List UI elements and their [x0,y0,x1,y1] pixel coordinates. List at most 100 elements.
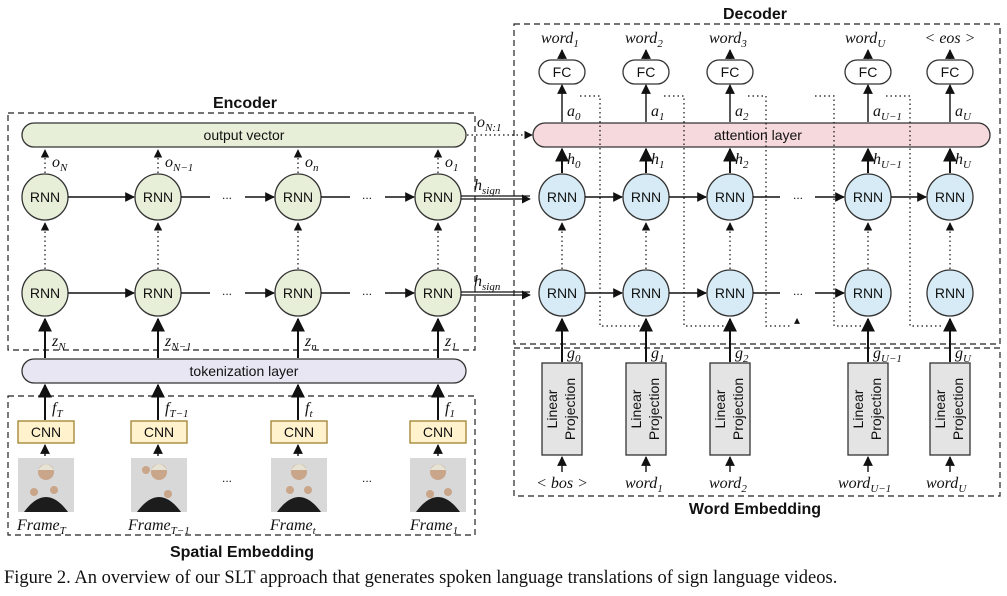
enc-output-label: on [305,154,319,174]
encoder-heading: Encoder [213,95,277,112]
attention-output-label: a0 [567,103,581,123]
linear-projection-label: Projection [562,378,578,440]
word-embedding: g0 g1 g2 gU−1 gU Linear Projection Linea… [536,317,972,495]
linear-projection-box [847,362,889,456]
feedback-mark: ▴ [794,313,800,327]
input-word: wordU−1 [838,475,891,495]
output-word: wordU [845,30,886,50]
linear-projection-box [625,362,667,456]
video-frame-thumbnail [18,458,74,512]
enc-ellipsis: ... [362,188,372,202]
linear-projection-label: Linear [628,389,644,428]
cnn-box [409,420,467,444]
dec-rnn-label: RNN [631,285,661,301]
dec-rnn-label: RNN [631,189,661,205]
frames-ellipsis: ... [362,471,372,485]
dec-rnn-label: RNN [935,285,965,301]
fc-label: FC [637,64,656,80]
decoder-heading: Decoder [723,6,787,23]
linear-projection-box [709,362,751,456]
spatial-embedding-heading: Spatial Embedding [170,544,314,561]
cnn-box [130,420,188,444]
embedding-g-label: g1 [651,345,665,365]
enc-output-label: oN−1 [165,154,193,174]
enc-rnn-label: RNN [283,285,313,301]
video-frame-thumbnail [131,458,187,512]
dec-rnn-label: RNN [715,285,745,301]
attention-layer-label: attention layer [714,127,802,143]
dec-rnn-top-5 [926,173,974,221]
fc-label: FC [553,64,572,80]
cnn-box [17,420,75,444]
word-embedding-frame [513,347,1001,497]
fc-box [622,59,670,85]
output-vector-bar [21,122,467,148]
linear-projection-label: Linear [544,389,560,428]
fc-box [706,59,754,85]
cnn-label: CNN [144,424,174,440]
decoder-hidden-label: h1 [651,151,665,171]
cnn-label: CNN [284,424,314,440]
dec-ellipsis: ... [793,188,803,202]
frames-ellipsis: ... [222,471,232,485]
linear-projection-label: Projection [868,378,884,440]
attention-output-label: aU−1 [873,103,902,123]
fc-label: FC [859,64,878,80]
enc-output-label: oN [52,154,68,174]
enc-rnn-label: RNN [143,285,173,301]
enc-ellipsis: ... [362,284,372,298]
enc-rnn-bottom-4 [414,269,462,317]
video-frame-thumbnail [271,458,327,512]
cnn-label: CNN [31,424,61,440]
enc-rnn-label: RNN [30,189,60,205]
dec-rnn-label: RNN [853,189,883,205]
output-word-eos: < eos > [925,30,976,47]
frame-label: FrameT [16,517,67,537]
linear-projection-label: Projection [730,378,746,440]
fc-label: FC [941,64,960,80]
video-frame-thumbnail [410,458,466,512]
cnn-box [270,420,328,444]
enc-rnn-label: RNN [423,189,453,205]
tokenization-layer-bar [21,358,467,384]
attention-layer-bar [532,122,991,148]
input-word: wordU [926,475,967,495]
input-word: word2 [709,475,747,495]
decoder-hidden-label: h0 [567,151,581,171]
dec-rnn-label: RNN [715,189,745,205]
decoder-hidden-label: hU [955,151,972,171]
enc-f-label: fT−1 [165,400,189,420]
linear-projection-box [541,362,583,456]
attention-output-label: a1 [651,103,665,123]
figure-caption: Figure 2. An overview of our SLT approac… [4,568,838,588]
frame-label: FrameT−1 [127,517,190,537]
output-word: word2 [625,30,663,50]
spatial-embedding-frame [7,395,476,536]
h-sign-label: hsign [474,273,501,293]
attention-output-label: aU [955,103,972,123]
linear-projection-label: Projection [646,378,662,440]
encoder-rnn-grid: RNN RNN RNN RNN RNN RNN RNN RNN ... ... … [21,149,462,358]
decoder-rnn-grid: RNN RNN RNN RNN RNN RNN RNN RNN RNN RNN … [538,49,974,327]
input-word-bos: < bos > [536,475,588,492]
linear-projection-box [929,362,971,456]
spatial-embedding: CNN CNN CNN CNN fT fT−1 ft f1 [16,383,467,537]
output-vector-label: output vector [204,127,285,143]
linear-projection-label: Linear [850,389,866,428]
decoder-hidden-label: h2 [735,151,749,171]
enc-output-label: o1 [445,154,459,174]
output-word: word1 [541,30,579,50]
decoder-frame [513,23,1001,345]
fc-box [926,59,974,85]
o-link-label: oN:1 [477,114,502,134]
dec-rnn-label: RNN [853,285,883,301]
encoder-frame [7,112,476,351]
fc-layer: FC FC FC FC FC [538,59,974,85]
attention-output-label: a2 [735,103,749,123]
dec-rnn-bottom-4 [844,269,892,317]
enc-rnn-label: RNN [423,285,453,301]
enc-rnn-label: RNN [143,189,173,205]
enc-rnn-label: RNN [283,189,313,205]
output-word: word3 [709,30,747,50]
